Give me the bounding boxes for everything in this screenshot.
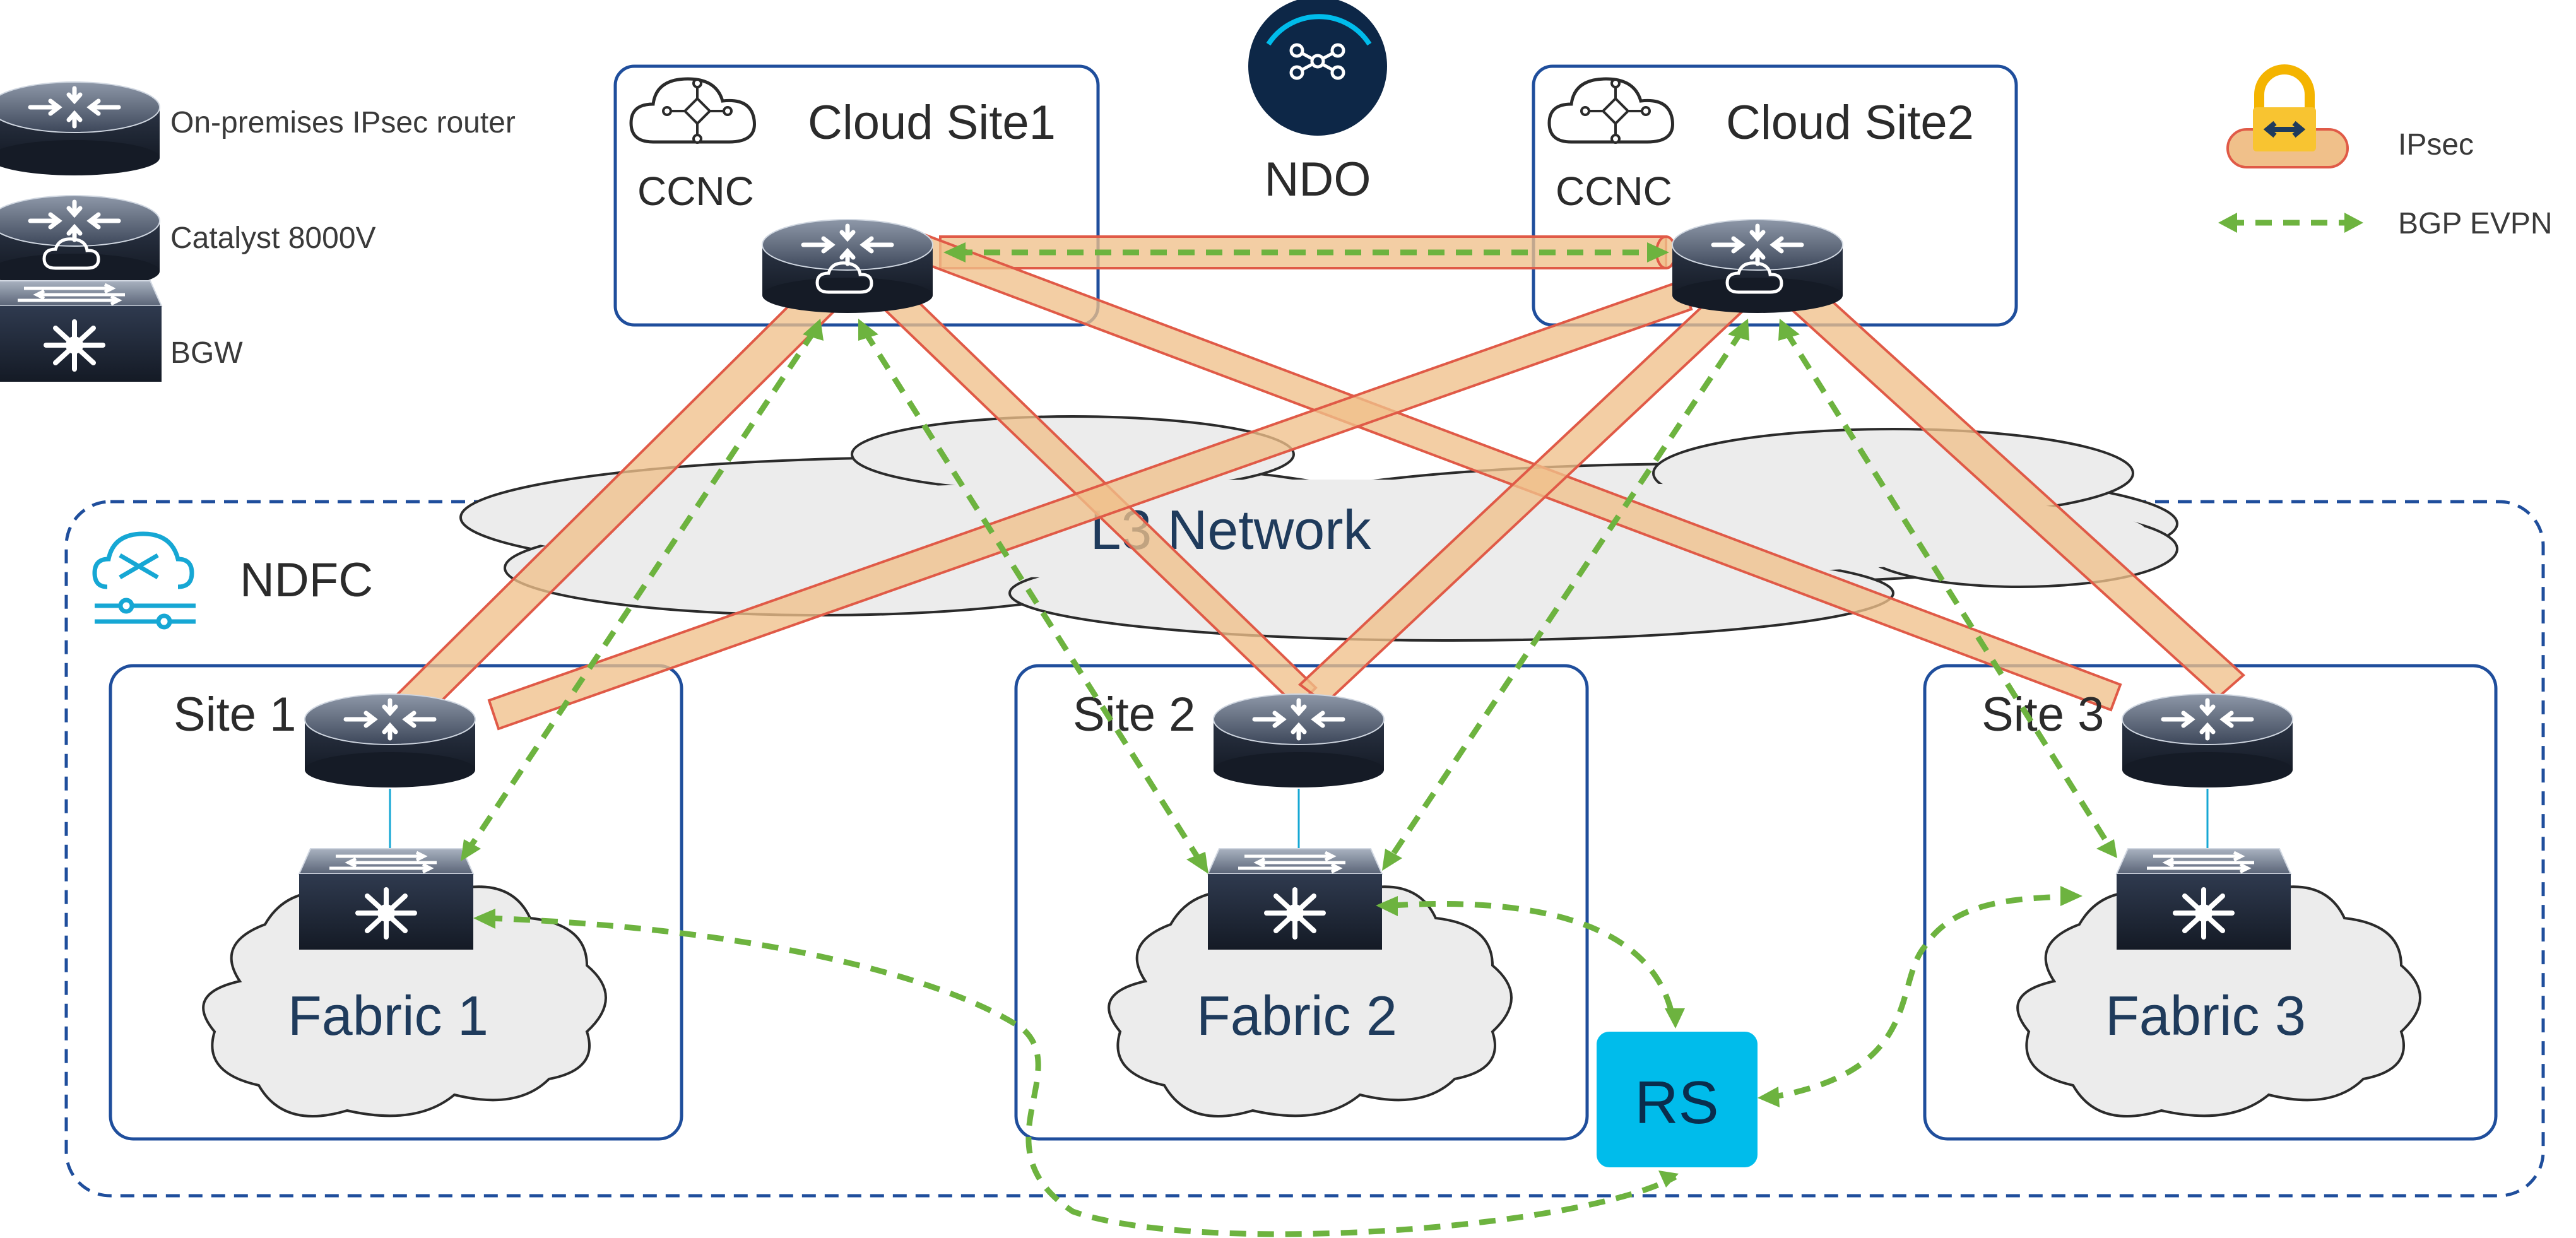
ndo-label: NDO [1265, 153, 1371, 206]
legend-bgp-evpn-line [2218, 213, 2363, 233]
legend-router-icon [0, 82, 160, 175]
site2-title: Site 2 [1073, 688, 1195, 741]
cloud-site1-catalyst-icon [762, 220, 933, 313]
site1-title: Site 1 [174, 688, 296, 741]
site1-box [109, 664, 683, 1141]
ndfc-label: NDFC [240, 553, 373, 607]
legend-onprem-router: On-premises IPsec router [170, 106, 516, 139]
fabric1-label: Fabric 1 [288, 984, 488, 1047]
site2-router-icon [1214, 694, 1384, 787]
cloud-site2-catalyst-icon [1672, 220, 1843, 313]
route-server-label: RS [1634, 1069, 1718, 1136]
site2-box [1014, 664, 1589, 1141]
site3-title: Site 3 [1982, 688, 2104, 741]
cloud-site2-title: Cloud Site2 [1726, 96, 1974, 150]
fabric3-label: Fabric 3 [2105, 984, 2306, 1047]
site2-bgw-icon [1208, 849, 1382, 950]
cloud-site2-box [1532, 64, 2018, 327]
route-server [1597, 1032, 1758, 1167]
site3-bgw-icon [2117, 849, 2291, 950]
ndfc-icon [92, 531, 196, 630]
ccnc-icon [1549, 79, 1673, 143]
legend-bgw: BGW [170, 336, 243, 370]
site1-router-icon [305, 694, 475, 787]
cloud-site1-controller: CCNC [637, 168, 754, 214]
legend-bgw-icon [0, 281, 162, 382]
fabric2-label: Fabric 2 [1196, 984, 1397, 1047]
ccnc-icon [631, 79, 755, 143]
site1-bgw-icon [299, 849, 473, 950]
legend-bgp-evpn: BGP EVPN [2398, 207, 2553, 240]
ipsec-tunnels [386, 232, 2246, 731]
cloud-site1-box [613, 64, 1100, 327]
cloud-site1-title: Cloud Site1 [808, 96, 1056, 150]
cloud-site2-controller: CCNC [1556, 168, 1672, 214]
bgp-evpn-sessions [464, 249, 2113, 1237]
legend: On-premises IPsec router Catalyst 8000V … [0, 64, 2553, 382]
legend-ipsec-icon [2226, 64, 2349, 168]
legend-catalyst-icon [0, 196, 160, 289]
ndo: NDO [1248, 0, 1387, 206]
bgp-evpn-arrowheads [461, 242, 2117, 1188]
legend-ipsec: IPsec [2398, 128, 2474, 162]
site3-router-icon [2122, 694, 2293, 787]
legend-catalyst: Catalyst 8000V [170, 221, 376, 255]
